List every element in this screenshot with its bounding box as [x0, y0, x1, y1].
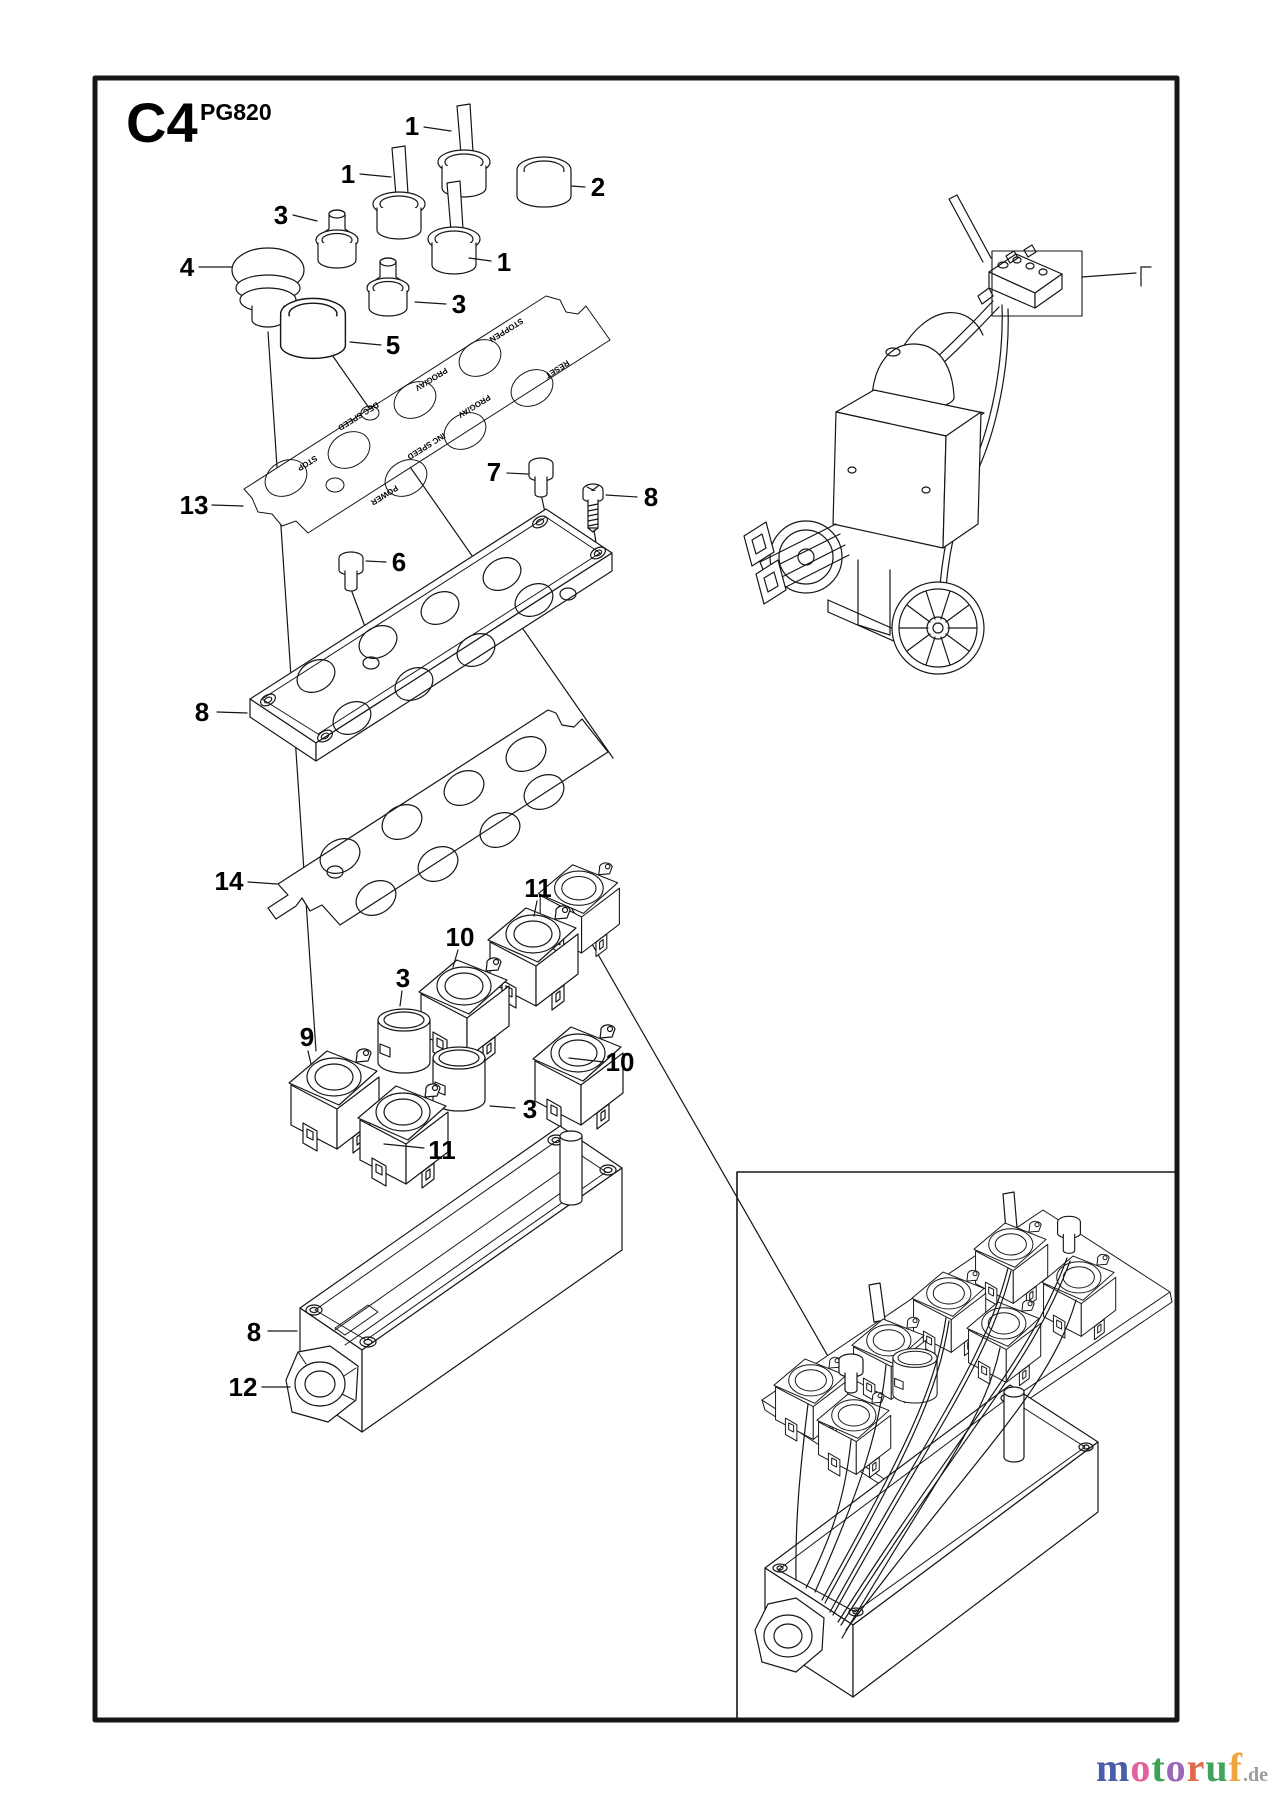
- callout-labels: 1 1 1 2 3 3 4 5 13 7 8 6 8 14 11 10 3 9 …: [180, 111, 659, 1402]
- callout-13: 13: [180, 490, 209, 520]
- part-3-cylinder-a: [377, 1008, 431, 1074]
- callout-3-b: 3: [452, 289, 466, 319]
- callout-12: 12: [229, 1372, 258, 1402]
- corner-post: [559, 1130, 583, 1206]
- model-code: PG820: [200, 99, 272, 125]
- logo-letter: t: [1151, 1745, 1166, 1790]
- callout-11-a: 11: [524, 873, 552, 903]
- logo-letter: o: [1165, 1745, 1187, 1790]
- logo-letter: m: [1096, 1745, 1131, 1790]
- wiring-harness: [795, 1257, 1077, 1639]
- callout-3-a: 3: [274, 200, 288, 230]
- part-3-button-boot-b: [366, 257, 410, 317]
- detail-rectangle: [991, 250, 1083, 317]
- part-3-cylinder-b: [432, 1046, 486, 1112]
- callout-9: 9: [300, 1022, 314, 1052]
- logo-letter: f: [1228, 1745, 1243, 1790]
- callout-6: 6: [392, 547, 406, 577]
- part-6-plug: [338, 551, 364, 592]
- part-12-cable-gland: [285, 1345, 359, 1423]
- part-8-junction-box: [285, 1125, 623, 1433]
- callout-8-b: 8: [195, 697, 209, 727]
- callout-14: 14: [215, 866, 244, 896]
- part-2-cap: [516, 156, 572, 208]
- callout-11-b: 11: [428, 1135, 456, 1165]
- callout-1-a: 1: [405, 111, 419, 141]
- section-code: C4: [126, 91, 198, 154]
- callout-3-c: 3: [396, 963, 410, 993]
- watermark-logo: motoruf.de: [1096, 1744, 1268, 1791]
- assembled-detail-inset: [736, 1171, 1178, 1721]
- logo-letter: u: [1205, 1745, 1229, 1790]
- part-1-toggle-boot-a: [437, 103, 491, 198]
- callout-1-c: 1: [497, 247, 511, 277]
- part-1-toggle-boot-b: [372, 145, 426, 240]
- part-3-button-boot-a: [315, 209, 359, 269]
- part-7-plug: [528, 457, 554, 498]
- callout-8-c: 8: [247, 1317, 261, 1347]
- callout-1-b: 1: [341, 159, 355, 189]
- part-14-gasket: [267, 709, 609, 926]
- callout-10-b: 10: [606, 1047, 635, 1077]
- callout-8-a: 8: [644, 482, 658, 512]
- part-8-cover-plate: [249, 508, 613, 762]
- detail-leader: [1081, 266, 1152, 287]
- callout-leader-lines: [198, 126, 638, 1388]
- callout-3-d: 3: [523, 1094, 537, 1124]
- logo-letter: r: [1186, 1745, 1206, 1790]
- part-5-cap: [279, 297, 347, 360]
- logo-letter: o: [1130, 1745, 1152, 1790]
- callout-4: 4: [180, 252, 195, 282]
- callout-5: 5: [386, 330, 400, 360]
- page-border: [92, 75, 1180, 1723]
- logo-tld: .de: [1243, 1764, 1268, 1786]
- page-title: C4 PG820: [126, 91, 272, 154]
- machine-overview-illustration: [743, 194, 1152, 675]
- callout-2: 2: [591, 172, 605, 202]
- callout-7: 7: [487, 457, 501, 487]
- part-8-screw: [582, 483, 604, 533]
- callout-10-a: 10: [446, 922, 475, 952]
